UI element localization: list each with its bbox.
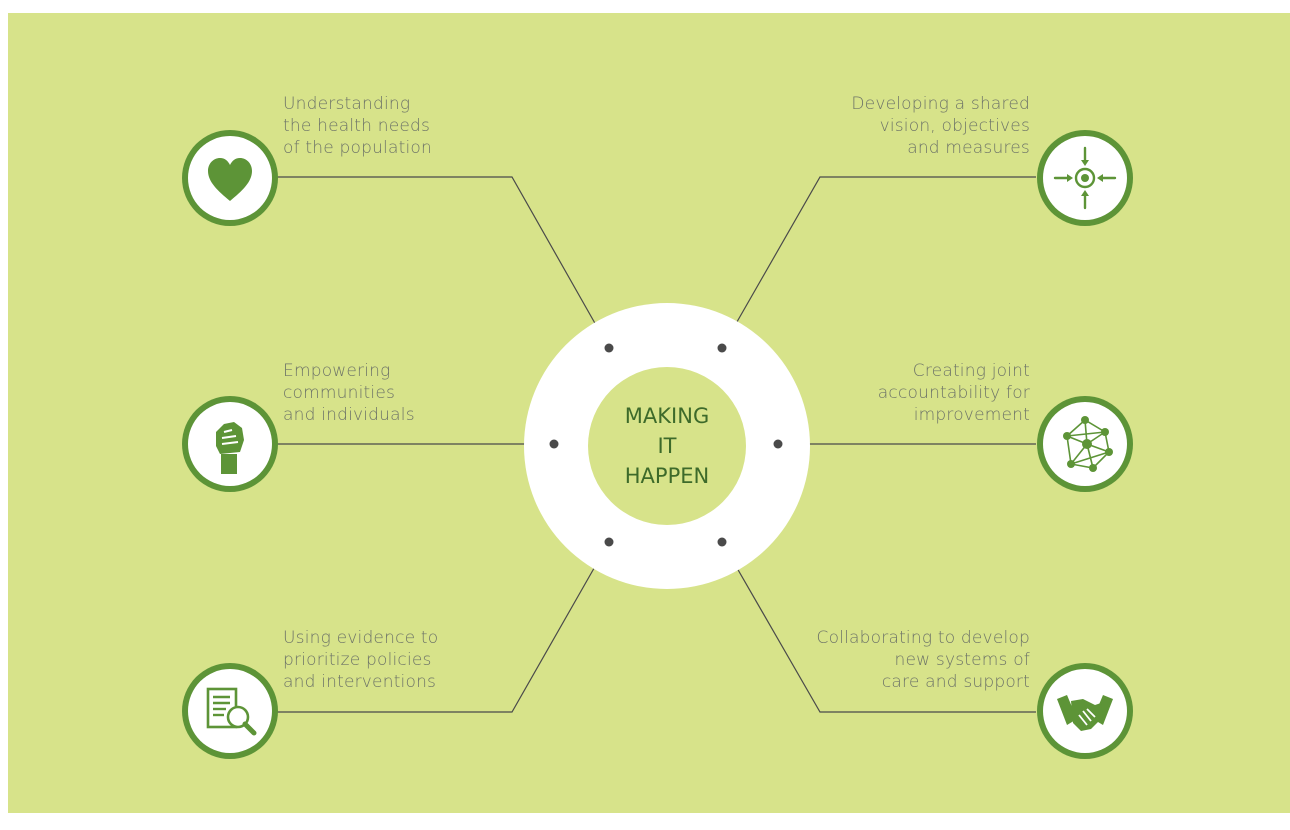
label-understanding: Understanding the health needs of the po… [283,93,513,159]
raised-fist-icon [216,422,244,474]
dot-understanding [604,343,614,353]
label-line: prioritize policies [283,650,432,670]
label-line: vision, objectives [879,116,1030,136]
badge-collaborating [1037,663,1133,759]
label-line: of the population [283,138,432,158]
label-line: Creating joint [912,361,1030,381]
badge-creating [1037,396,1133,492]
target-arrows-icon [1053,146,1117,210]
label-line: care and support [881,672,1030,692]
label-developing: Developing a shared vision, objectives a… [800,93,1030,159]
connector-developing [721,176,1036,349]
label-line: Empowering [283,361,391,381]
label-collaborating: Collaborating to develop new systems of … [800,627,1030,693]
label-line: and individuals [283,405,415,425]
label-line: Understanding [283,94,411,114]
heart-icon [208,158,252,201]
center-title-line: HAPPEN [624,464,710,488]
label-line: the health needs [283,116,431,136]
document-search-icon [206,687,257,736]
label-line: and interventions [283,672,437,692]
dot-collaborating [717,537,727,547]
label-using: Using evidence to prioritize policies an… [283,627,513,693]
label-line: accountability for [877,383,1030,403]
connector-using [277,541,610,713]
badge-developing [1037,130,1133,226]
handshake-icon [1057,695,1113,731]
connector-understanding [277,176,610,349]
label-line: communities [283,383,396,403]
center-title-line: IT [657,434,677,458]
center-title: MAKING IT HAPPEN [588,367,746,525]
label-line: Using evidence to [283,628,439,648]
dot-creating [773,439,783,449]
dot-empowering [549,439,559,449]
label-creating: Creating joint accountability for improv… [800,360,1030,426]
center-core [588,367,746,525]
badge-understanding [182,130,278,226]
label-empowering: Empowering communities and individuals [283,360,513,426]
dot-developing [717,343,727,353]
label-line: Collaborating to develop [816,628,1030,648]
connector-collaborating [721,541,1036,713]
label-line: improvement [913,405,1030,425]
label-line: new systems of [894,650,1030,670]
label-line: and measures [907,138,1030,158]
network-icon [1063,416,1113,472]
center-title-line: MAKING [624,404,710,428]
dot-using [604,537,614,547]
label-line: Developing a shared [851,94,1030,114]
badge-using [182,663,278,759]
badge-empowering [182,396,278,492]
